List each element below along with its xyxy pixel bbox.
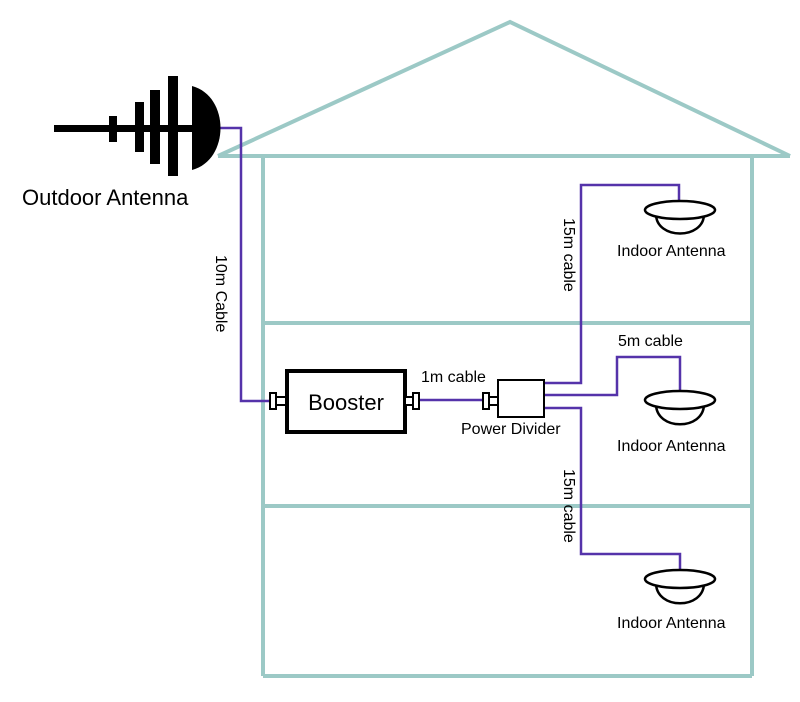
cable-10m-label: 10m Cable (212, 255, 229, 332)
outdoor-antenna-label: Outdoor Antenna (22, 185, 189, 210)
cable-5m (545, 355, 682, 397)
booster-connector-right (404, 392, 420, 410)
house-roof (217, 19, 791, 158)
booster-connector-left (269, 392, 287, 410)
booster-device (269, 369, 420, 434)
cable-1m-label: 1m cable (421, 369, 486, 386)
indoor-antenna-icon-bottom (643, 568, 717, 605)
indoor-antenna-middle-label: Indoor Antenna (617, 438, 726, 455)
power-divider-device (482, 379, 545, 418)
booster-label: Booster (308, 390, 384, 415)
indoor-antenna-icon-top (643, 199, 717, 235)
cable-10m (215, 126, 272, 403)
cable-15m-top (545, 183, 681, 385)
cables (215, 126, 682, 575)
indoor-antenna-icon-middle (643, 389, 717, 426)
indoor-antenna-bottom-label: Indoor Antenna (617, 615, 726, 632)
outdoor-antenna-icon (54, 76, 221, 176)
power-divider-label: Power Divider (461, 421, 561, 438)
cable-15m-top-label: 15m cable (560, 218, 577, 292)
power-divider-connector (482, 392, 499, 410)
cable-15m-bottom-label: 15m cable (560, 469, 577, 543)
cable-5m-label: 5m cable (618, 333, 683, 350)
house (217, 19, 791, 678)
cable-15m-bottom (545, 406, 682, 575)
indoor-antenna-top-label: Indoor Antenna (617, 243, 726, 260)
